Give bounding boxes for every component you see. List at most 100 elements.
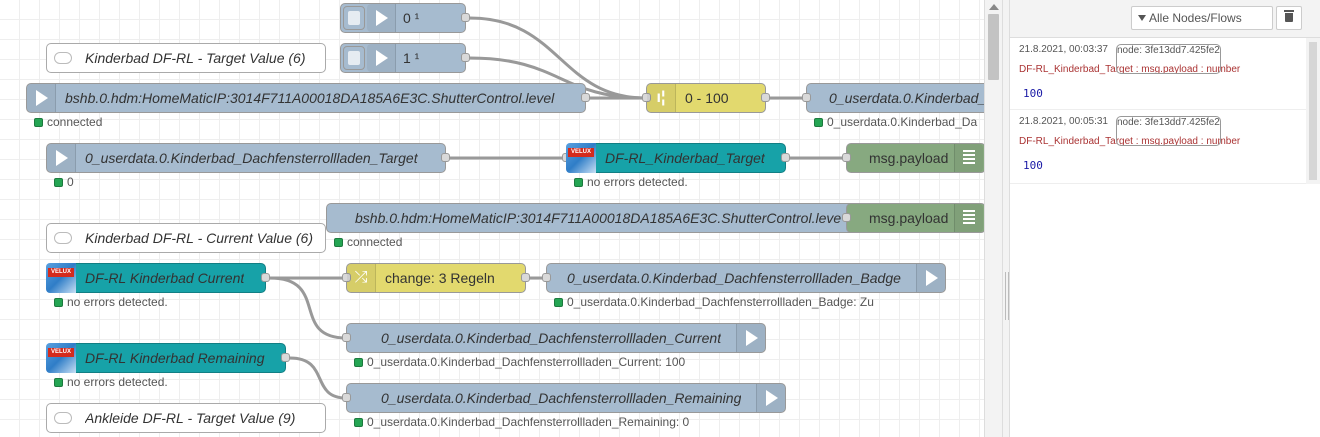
sidebar-splitter[interactable] (1002, 0, 1010, 437)
wire (469, 56, 647, 100)
output-port[interactable] (461, 13, 470, 22)
comment-icon (54, 412, 72, 424)
status-dot-icon (354, 418, 363, 427)
output-port[interactable] (461, 53, 470, 62)
velux-logo-icon: VELUX (566, 143, 596, 173)
scrollbar-thumb[interactable] (988, 14, 999, 80)
iobroker-out-icon (916, 264, 945, 292)
comment-node[interactable]: Kinderbad DF-RL - Current Value (6) (46, 223, 326, 253)
splitter-grip-icon[interactable] (1005, 272, 1009, 320)
debug-list-icon[interactable] (954, 204, 983, 232)
comment-node[interactable]: Kinderbad DF-RL - Target Value (6) (46, 43, 326, 73)
message-topic: DF-RL_Kinderbad_Target : msg.payload : n… (1019, 136, 1241, 147)
output-port[interactable] (581, 93, 590, 102)
input-port[interactable] (342, 273, 351, 282)
comment-icon (54, 232, 72, 244)
iobroker-out-node[interactable]: 0_userdata.0.Kinderbad_Dachfensterrollla… (342, 383, 786, 413)
clear-messages-button[interactable] (1276, 6, 1302, 30)
output-port[interactable] (261, 273, 270, 282)
iobroker-in-node[interactable]: 0_userdata.0.Kinderbad_Dachfensterrollla… (46, 143, 450, 173)
message-value[interactable]: 100 (1023, 159, 1043, 172)
iobroker-in-icon (27, 84, 56, 112)
scroll-up-icon[interactable] (989, 4, 999, 10)
iobroker-out-node[interactable]: 0_userdata.0.Kinderbad_Dachfensterrollla… (542, 263, 946, 293)
wire (469, 16, 647, 100)
comment-label: Kinderbad DF-RL - Current Value (6) (85, 230, 313, 246)
inject-arrow-icon (367, 44, 396, 72)
node-label: bshb.0.hdm:HomeMaticIP:3014F711A00018DA1… (355, 210, 842, 226)
change-node[interactable]: ⤮ change: 3 Regeln (342, 263, 530, 293)
inject-button[interactable] (343, 6, 365, 30)
status-dot-icon (334, 238, 343, 247)
input-port[interactable] (842, 153, 851, 162)
message-value[interactable]: 100 (1023, 87, 1043, 100)
output-port[interactable] (441, 153, 450, 162)
input-port[interactable] (342, 333, 351, 342)
node-label: 0_userdata.0.Kinderbad_Dachfensterrollla… (381, 330, 722, 346)
sidebar-scrollbar[interactable] (1306, 38, 1320, 184)
output-port[interactable] (781, 153, 790, 162)
filter-button[interactable]: Alle Nodes/Flows (1131, 6, 1273, 30)
wire (269, 276, 347, 340)
node-status: connected (34, 115, 102, 129)
node-label: msg.payload (869, 150, 949, 166)
node-label: 0_userdata.0.Kinderbad_ (829, 90, 984, 106)
inject-label: 1 ¹ (403, 50, 420, 66)
shuffle-icon: ⤮ (347, 264, 376, 292)
node-label: DF-RL Kinderbad Current (85, 270, 245, 286)
node-label: 0_userdata.0.Kinderbad_Dachfensterrollla… (85, 150, 418, 166)
output-port[interactable] (761, 93, 770, 102)
status-dot-icon (54, 378, 63, 387)
comment-node[interactable]: Ankleide DF-RL - Target Value (9) (46, 403, 326, 433)
debug-node[interactable]: msg.payload (842, 143, 984, 173)
status-dot-icon (354, 358, 363, 367)
output-port[interactable] (521, 273, 530, 282)
status-dot-icon (34, 118, 43, 127)
output-port[interactable] (281, 353, 290, 362)
comment-icon (54, 52, 72, 64)
node-label: msg.payload (869, 210, 949, 226)
node-status: 0_userdata.0.Kinderbad_Dachfensterrollla… (554, 295, 874, 309)
trash-icon (1284, 10, 1294, 22)
filter-label: Alle Nodes/Flows (1149, 11, 1242, 25)
input-port[interactable] (802, 93, 811, 102)
debug-list-icon[interactable] (954, 144, 983, 172)
input-port[interactable] (542, 273, 551, 282)
status-dot-icon (574, 178, 583, 187)
iobroker-out-node[interactable]: 0_userdata.0.Kinderbad_Dachfensterrollla… (342, 323, 766, 353)
range-node[interactable]: ı¦ 0 - 100 (642, 83, 770, 113)
iobroker-in-node[interactable]: bshb.0.hdm:HomeMaticIP:3014F711A00018DA1… (326, 203, 866, 233)
flow-canvas[interactable]: 0 ¹ 1 ¹ Kinderbad DF-RL - Target Value (… (0, 0, 984, 437)
canvas-vertical-scrollbar[interactable] (984, 0, 1002, 437)
velux-node[interactable]: VELUX DF-RL Kinderbad Current (46, 263, 270, 293)
status-dot-icon (54, 178, 63, 187)
node-status: no errors detected. (54, 375, 168, 389)
status-dot-icon (54, 298, 63, 307)
inject-node-0[interactable]: 0 ¹ (340, 3, 470, 33)
scrollbar-thumb[interactable] (1309, 42, 1317, 180)
inject-node-1[interactable]: 1 ¹ (340, 43, 470, 73)
node-status: 0 (54, 175, 74, 189)
node-status: 0_userdata.0.Kinderbad_Dachfensterrollla… (354, 415, 689, 429)
node-label: DF-RL_Kinderbad_Target (605, 150, 765, 166)
wires-layer (269, 16, 846, 400)
input-port[interactable] (842, 213, 851, 222)
input-port[interactable] (642, 93, 651, 102)
inject-button[interactable] (343, 46, 365, 70)
comment-label: Kinderbad DF-RL - Target Value (6) (85, 50, 306, 66)
iobroker-out-node[interactable]: 0_userdata.0.Kinderbad_ (802, 83, 984, 113)
node-label: DF-RL Kinderbad Remaining (85, 350, 265, 366)
iobroker-out-icon (756, 384, 785, 412)
node-label: 0_userdata.0.Kinderbad_Dachfensterrollla… (567, 270, 901, 286)
velux-node[interactable]: VELUX DF-RL Kinderbad Remaining (46, 343, 290, 373)
debug-node[interactable]: msg.payload (842, 203, 984, 233)
iobroker-in-node[interactable]: bshb.0.hdm:HomeMaticIP:3014F711A00018DA1… (26, 83, 590, 113)
input-port[interactable] (342, 393, 351, 402)
node-status: 0_userdata.0.Kinderbad_Da (814, 115, 977, 129)
velux-node[interactable]: VELUX DF-RL_Kinderbad_Target (562, 143, 790, 173)
